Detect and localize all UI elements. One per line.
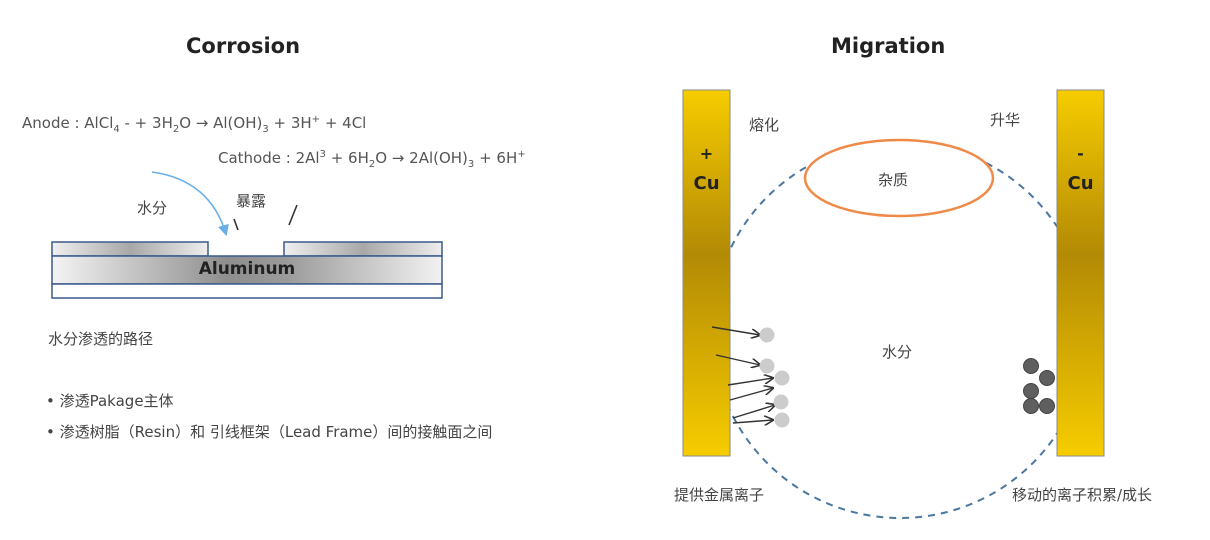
aluminum-label: Aluminum [198, 259, 296, 279]
left-electrode-label: Cu [693, 173, 720, 194]
exposure-label: 暴露 [236, 192, 267, 210]
exposure-tick-left [233, 218, 239, 231]
left-electrode [682, 89, 731, 457]
metal-ions-right [1023, 358, 1055, 414]
aluminum-package [51, 241, 443, 299]
metal-ions-left [759, 327, 790, 428]
supply-ions-label: 提供金属离子 [674, 486, 765, 504]
right-electrode-sign: - [1077, 144, 1084, 163]
impurity-label: 杂质 [878, 171, 909, 189]
bullet-item-2: • 渗透树脂（Resin）和 引线框架（Lead Frame）间的接触面之间 [46, 423, 493, 441]
left-electrode-sign: + [699, 144, 714, 163]
migration-title: Migration [831, 34, 946, 58]
bullet-item-1: • 渗透Pakage主体 [46, 392, 174, 410]
corrosion-title: Corrosion [186, 34, 301, 58]
moisture-arrow [151, 171, 229, 237]
exposure-tick-right [288, 204, 298, 226]
sublime-label: 升华 [990, 111, 1021, 129]
cathode-equation: Cathode : 2Al3 + 6H2O → 2Al(OH)3 + 6H+ [218, 149, 526, 170]
ion-growth-label: 移动的离子积累/成长 [1012, 486, 1153, 504]
path-caption: 水分渗透的路径 [48, 330, 154, 348]
right-electrode [1056, 89, 1105, 457]
anode-equation: Anode : AlCl4 - + 3H2O → Al(OH)3 + 3H+ +… [22, 114, 367, 135]
ion-arrows [711, 326, 775, 423]
right-electrode-label: Cu [1067, 173, 1094, 194]
moisture-label: 水分 [137, 199, 168, 217]
melt-label: 熔化 [749, 116, 780, 134]
impurity-ellipse [803, 138, 995, 218]
migration-moisture-label: 水分 [882, 343, 913, 361]
